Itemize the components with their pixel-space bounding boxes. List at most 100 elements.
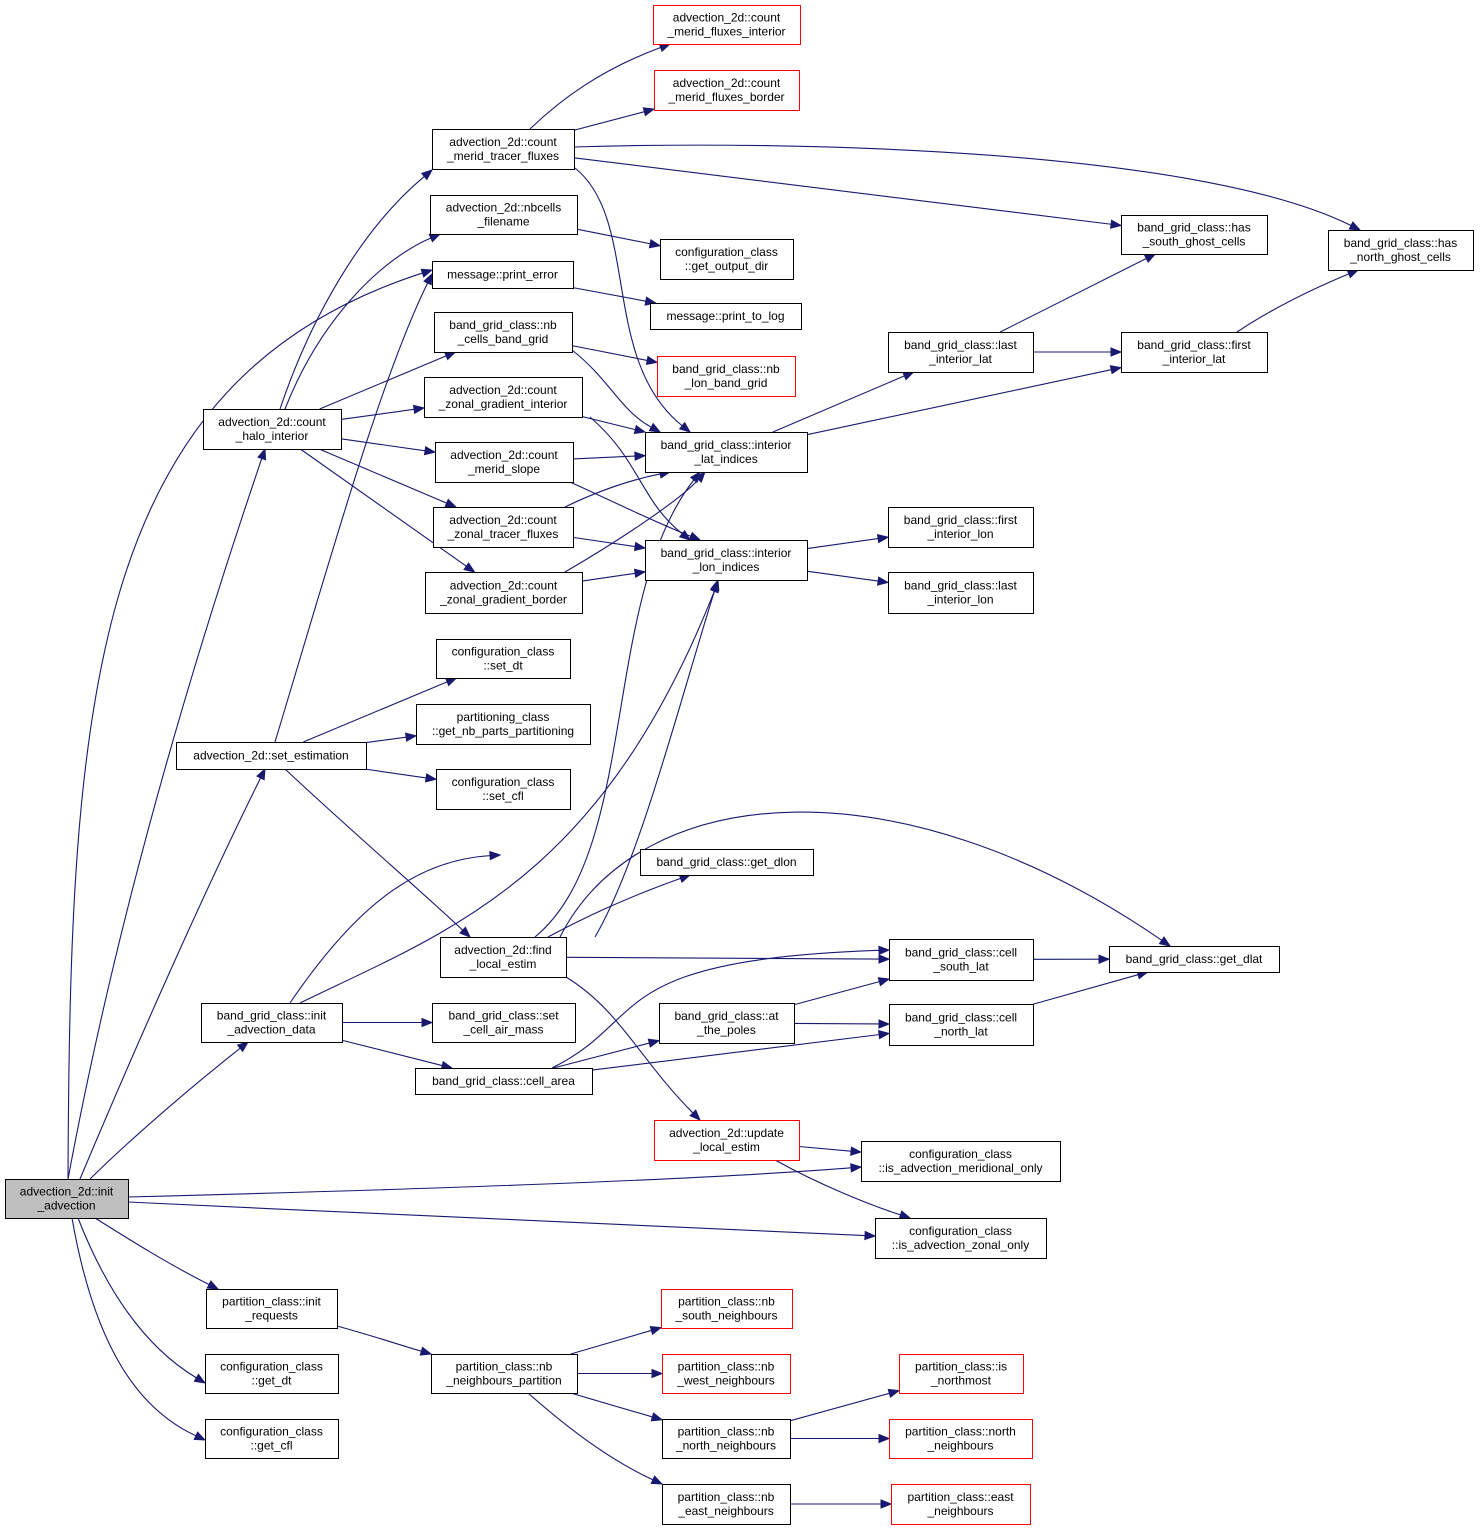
node-interior-lon-indices[interactable]: band_grid_class::interior_lon_indices	[645, 540, 808, 581]
edge-line	[89, 1047, 241, 1180]
node-count-merid-slope[interactable]: advection_2d::count_merid_slope	[435, 442, 574, 483]
node-box	[5, 1179, 129, 1219]
edge-at_the_poles-to-cell_south_lat	[793, 977, 891, 1006]
node-label-line: _south_lat	[932, 960, 989, 974]
edge-interior_lat_indices-to-first_interior_lat	[806, 365, 1123, 436]
arrowhead	[444, 677, 458, 687]
arrowhead	[419, 1346, 433, 1356]
node-label-line: _west_neighbours	[676, 1374, 774, 1388]
edge-init_advection_data-to-set_cell_air_mass	[342, 1017, 434, 1028]
node-cfg-get-dt[interactable]: configuration_class::get_dt	[205, 1354, 339, 1394]
node-count-merid-tracer-fluxes[interactable]: advection_2d::count_merid_tracer_fluxes	[432, 129, 575, 170]
node-count-zonal-tracer-fluxes[interactable]: advection_2d::count_zonal_tracer_fluxes	[433, 507, 574, 548]
node-first-interior-lat[interactable]: band_grid_class::first_interior_lat	[1121, 332, 1268, 373]
node-has-north-ghost-cells[interactable]: band_grid_class::has_north_ghost_cells	[1328, 230, 1474, 271]
arrowhead	[404, 732, 418, 742]
edge-nb_neighbours_partition-to-nb_south_neighbours	[570, 1326, 663, 1355]
node-has-south-ghost-cells[interactable]: band_grid_class::has_south_ghost_cells	[1121, 215, 1268, 255]
node-set-estimation[interactable]: advection_2d::set_estimation	[176, 742, 367, 770]
edge-line	[551, 949, 880, 1069]
node-label-line: message::print_error	[447, 268, 558, 282]
node-init-requests[interactable]: partition_class::init_requests	[206, 1289, 338, 1329]
arrowhead	[876, 533, 890, 544]
node-nb-lon-band-grid[interactable]: band_grid_class::nb_lon_band_grid	[657, 356, 796, 397]
arrowhead	[878, 945, 891, 956]
arrowhead	[257, 447, 267, 461]
arrowhead	[463, 562, 476, 573]
edge-count_zonal_tracer_fluxes-to-interior_lat_indices	[564, 469, 672, 508]
edge-nb_neighbours_partition-to-nb_north_neighbours	[570, 1392, 664, 1422]
node-last-interior-lon[interactable]: band_grid_class::last_interior_lon	[888, 572, 1034, 614]
node-get-nb-parts-partitioning[interactable]: partitioning_class::get_nb_parts_partiti…	[416, 704, 591, 745]
node-label-line: _zonal_tracer_fluxes	[447, 527, 559, 541]
node-count-zonal-gradient-interior[interactable]: advection_2d::count_zonal_gradient_inter…	[424, 377, 583, 418]
node-cfg-set-dt[interactable]: configuration_class::set_dt	[436, 639, 571, 679]
arrowhead	[864, 1230, 877, 1241]
node-cell-area[interactable]: band_grid_class::cell_area	[415, 1068, 593, 1095]
edge-count_merid_tracer_fluxes-to-interior_lat_indices	[574, 167, 692, 433]
node-nb-south-neighbours[interactable]: partition_class::nb_south_neighbours	[661, 1289, 793, 1329]
node-find-local-estim[interactable]: advection_2d::find_local_estim	[440, 937, 567, 978]
node-cell-north-lat[interactable]: band_grid_class::cell_north_lat	[889, 1004, 1034, 1046]
node-print-to-log[interactable]: message::print_to_log	[650, 303, 802, 330]
node-label-line: _zonal_gradient_interior	[438, 397, 568, 411]
arrowhead	[443, 351, 457, 361]
node-label-line: band_grid_class::nb	[449, 318, 557, 332]
node-cfg-get-output-dir[interactable]: configuration_class::get_output_dir	[660, 239, 794, 280]
node-east-neighbours[interactable]: partition_class::east_neighbours	[891, 1484, 1031, 1525]
node-at-the-poles[interactable]: band_grid_class::at_the_poles	[659, 1003, 795, 1044]
node-nb-west-neighbours[interactable]: partition_class::nb_west_neighbours	[662, 1354, 791, 1394]
node-last-interior-lat[interactable]: band_grid_class::last_interior_lat	[888, 332, 1034, 373]
edge-line	[806, 538, 879, 550]
edge-line	[1236, 273, 1349, 333]
node-update-local-estim[interactable]: advection_2d::update_local_estim	[654, 1120, 800, 1161]
node-box	[436, 769, 571, 810]
edge-line	[79, 777, 262, 1180]
arrowhead	[648, 239, 662, 249]
node-init-advection-data[interactable]: band_grid_class::init_advection_data	[201, 1003, 343, 1043]
node-set-cell-air-mass[interactable]: band_grid_class::set_cell_air_mass	[432, 1003, 576, 1043]
node-label-line: partition_class::north	[905, 1425, 1016, 1439]
arrowhead	[1110, 347, 1123, 357]
node-box	[432, 261, 574, 289]
node-cfg-get-cfl[interactable]: configuration_class::get_cfl	[205, 1419, 339, 1459]
node-interior-lat-indices[interactable]: band_grid_class::interior_lat_indices	[645, 432, 808, 473]
node-nb-cells-band-grid[interactable]: band_grid_class::nb_cells_band_grid	[434, 312, 573, 353]
edge-line	[303, 681, 448, 743]
edge-line	[319, 355, 447, 410]
node-get-dlon[interactable]: band_grid_class::get_dlon	[640, 849, 814, 876]
node-label-line: band_grid_class::cell	[905, 1011, 1017, 1025]
node-label-line: _local_estim	[692, 1140, 760, 1154]
arrowhead	[850, 1163, 863, 1173]
node-init-advection[interactable]: advection_2d::init_advection	[5, 1179, 129, 1219]
node-label-line: band_grid_class::cell_area	[432, 1074, 575, 1088]
node-nb-neighbours-partition[interactable]: partition_class::nb_neighbours_partition	[431, 1354, 578, 1394]
node-get-dlat[interactable]: band_grid_class::get_dlat	[1109, 946, 1280, 973]
node-label-line: ::set_cfl	[482, 789, 523, 803]
edge-nb_neighbours_partition-to-nb_east_neighbours	[527, 1392, 664, 1485]
node-print-error[interactable]: message::print_error	[432, 261, 574, 289]
node-count-merid-fluxes-border[interactable]: advection_2d::count_merid_fluxes_border	[654, 70, 800, 111]
node-is-northmost[interactable]: partition_class::is_northmost	[899, 1354, 1024, 1394]
arrowhead	[236, 1041, 250, 1053]
node-north-neighbours[interactable]: partition_class::north_neighbours	[889, 1419, 1033, 1459]
node-label-line: band_grid_class::set	[448, 1009, 559, 1023]
edge-line	[279, 175, 425, 410]
node-label-line: _the_poles	[696, 1023, 756, 1037]
node-count-zonal-gradient-border[interactable]: advection_2d::count_zonal_gradient_borde…	[425, 572, 583, 614]
node-cfg-is-advection-meridional-only[interactable]: configuration_class::is_advection_meridi…	[861, 1141, 1061, 1182]
node-cfg-is-advection-zonal-only[interactable]: configuration_class::is_advection_zonal_…	[875, 1218, 1047, 1259]
node-box	[889, 1004, 1034, 1046]
node-count-merid-fluxes-interior[interactable]: advection_2d::count_merid_fluxes_interio…	[653, 5, 801, 45]
node-nb-east-neighbours[interactable]: partition_class::nb_east_neighbours	[662, 1484, 791, 1525]
node-cell-south-lat[interactable]: band_grid_class::cell_south_lat	[889, 939, 1034, 981]
edge-line	[591, 1034, 880, 1071]
node-count-halo-interior[interactable]: advection_2d::count_halo_interior	[203, 409, 342, 450]
node-box	[206, 1289, 338, 1329]
edge-set_estimation-to-cfg_set_cfl	[364, 768, 438, 783]
node-first-interior-lon[interactable]: band_grid_class::first_interior_lon	[888, 507, 1034, 548]
node-nb-north-neighbours[interactable]: partition_class::nb_north_neighbours	[662, 1419, 791, 1459]
node-nbcells-filename[interactable]: advection_2d::nbcells_filename	[430, 195, 578, 235]
node-cfg-set-cfl[interactable]: configuration_class::set_cfl	[436, 769, 571, 810]
